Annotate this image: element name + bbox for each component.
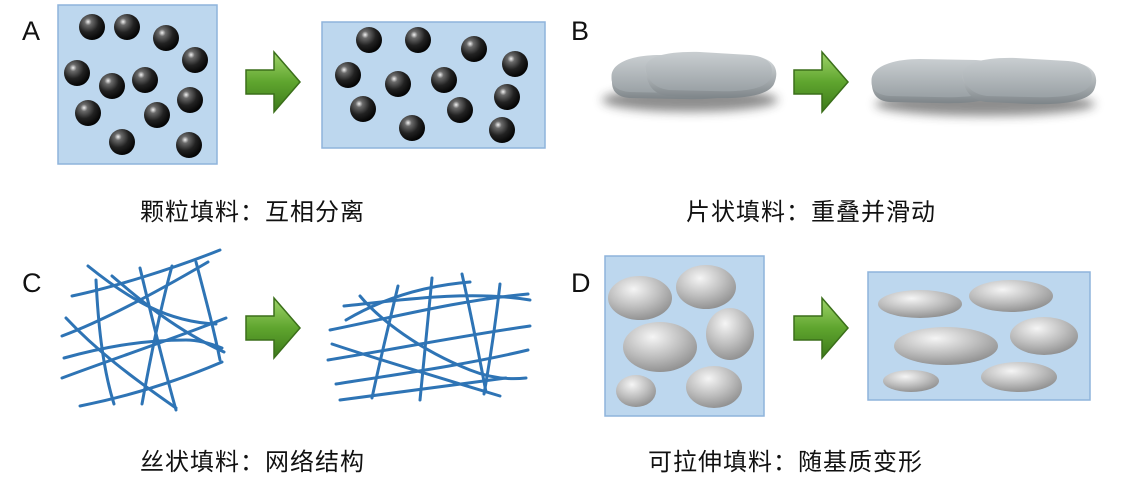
flake-group-b-before (602, 51, 778, 112)
caption-flake-filler: 片状填料：重叠并滑动 (686, 198, 936, 226)
caption-fiber-filler: 丝状填料：网络结构 (140, 448, 365, 476)
droplet-group-d-after (878, 280, 1078, 392)
caption-stretchable-filler: 可拉伸填料：随基质变形 (648, 448, 923, 476)
panel-label-d: D (571, 268, 591, 298)
transition-arrow-a (245, 51, 301, 113)
fiber-network-c-before (60, 248, 228, 412)
panel-label-b: B (571, 16, 590, 46)
droplet-group-d-before (608, 265, 754, 408)
transition-arrow-c (245, 297, 301, 359)
particle-group-a-after (335, 27, 528, 143)
transition-arrow-b (793, 51, 849, 113)
particle-group-a-before (64, 14, 208, 158)
panel-label-a: A (22, 16, 41, 46)
panel-label-c: C (22, 268, 42, 298)
fiber-network-c-after (326, 272, 532, 402)
flake-group-b-after (871, 57, 1097, 116)
caption-particle-filler: 颗粒填料：互相分离 (140, 198, 365, 226)
transition-arrow-d (793, 297, 849, 359)
